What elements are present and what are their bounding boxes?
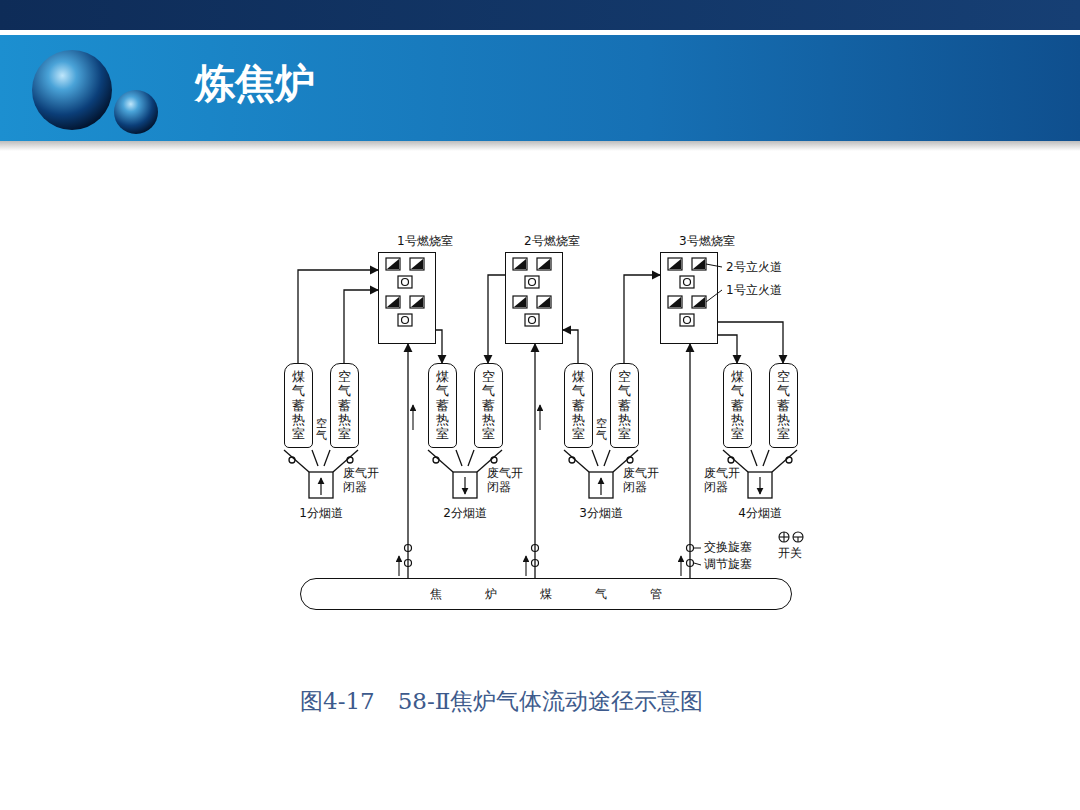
flue-label: 4分烟道 (738, 506, 782, 520)
switch-symbol (783, 532, 784, 542)
regenerator: 煤气蓄热室 (428, 363, 457, 448)
switch-symbol (779, 532, 789, 542)
chamber-interior (386, 258, 424, 326)
regenerator: 煤气蓄热室 (723, 363, 752, 448)
flue-arrow (759, 477, 760, 494)
flow-connector (624, 275, 660, 363)
flow-connector (563, 330, 578, 363)
chamber-label: 2号燃烧室 (524, 233, 580, 250)
leader-line (706, 290, 722, 302)
part-label: 空气 (596, 418, 607, 442)
flow-connector (344, 290, 378, 363)
combustion-chamber: 2号燃烧室 (505, 252, 563, 344)
chamber-interior (668, 258, 706, 326)
flow-connector (718, 335, 737, 363)
flow-connector (689, 344, 690, 578)
flow-connector (407, 344, 408, 578)
flow-arrow (398, 556, 399, 576)
flow-connector (488, 275, 505, 363)
part-label: 2号立火道 (726, 260, 782, 274)
chamber-interior (386, 258, 706, 326)
regenerator: 空气蓄热室 (330, 363, 359, 448)
part-label: 废气开闭器 (487, 466, 525, 495)
flow-connector (534, 344, 535, 578)
leader-line (706, 264, 722, 267)
regenerator-label: 空气蓄热室 (482, 370, 495, 441)
top-bar (0, 0, 1080, 30)
part-label: 空气 (316, 418, 327, 442)
flue-arrow (320, 478, 321, 495)
regenerator-label: 空气蓄热室 (618, 370, 631, 441)
title-band (0, 35, 1080, 141)
flow-arrow (539, 405, 540, 430)
flue-arrow (600, 478, 601, 495)
chamber-interior (513, 258, 551, 326)
regenerator: 煤气蓄热室 (284, 363, 313, 448)
flue-label: 2分烟道 (443, 506, 487, 520)
leader-line (694, 563, 701, 565)
part-label: 开关 (778, 546, 802, 560)
regenerator-label: 空气蓄热室 (777, 370, 790, 441)
regenerator-bottom (284, 450, 797, 498)
regenerator-label: 空气蓄热室 (338, 370, 351, 441)
combustion-chamber: 1号燃烧室 (378, 252, 436, 344)
cock-valve (405, 545, 694, 567)
part-label: 调节旋塞 (704, 557, 752, 571)
band-shadow (0, 141, 1080, 151)
flow-connector (718, 322, 783, 363)
regenerator: 煤气蓄热室 (564, 363, 593, 448)
regenerator-label: 煤气蓄热室 (572, 370, 585, 441)
part-label: 废气开闭器 (343, 466, 381, 495)
part-label: 交换旋塞 (704, 540, 752, 554)
regenerator: 空气蓄热室 (769, 363, 798, 448)
glass-ball (114, 90, 158, 134)
leader-line (694, 548, 701, 549)
regenerator-label: 煤气蓄热室 (292, 370, 305, 441)
chamber-label: 1号燃烧室 (397, 233, 453, 250)
combustion-chamber: 3号燃烧室 (660, 252, 718, 344)
regenerator-label: 煤气蓄热室 (731, 370, 744, 441)
switch-symbol (797, 537, 798, 542)
chamber-label: 3号燃烧室 (679, 233, 735, 250)
gas-pipe: 焦炉煤气管 (300, 578, 792, 610)
flow-arrow (680, 556, 681, 576)
glass-ball (32, 50, 112, 130)
pipe-label: 焦炉煤气管 (386, 586, 705, 603)
flue-arrow (321, 477, 760, 495)
flue-label: 3分烟道 (579, 506, 623, 520)
flue-label: 1分烟道 (299, 506, 343, 520)
switch-symbol (793, 532, 803, 542)
figure-caption: 图4-17 58-Ⅱ焦炉气体流动途径示意图 (300, 686, 703, 717)
switch-symbol (779, 532, 803, 542)
regenerator: 空气蓄热室 (610, 363, 639, 448)
part-label: 废气开闭器 (704, 466, 742, 495)
flow-connector (298, 270, 378, 363)
part-label: 1号立火道 (726, 283, 782, 297)
flow-connector (436, 330, 442, 363)
flow-arrow (525, 556, 526, 576)
flow-arrow (412, 405, 413, 430)
part-label: 废气开闭器 (623, 466, 661, 495)
regenerator-label: 煤气蓄热室 (436, 370, 449, 441)
flue-arrow (464, 477, 465, 494)
regenerator: 空气蓄热室 (474, 363, 503, 448)
slide-title: 炼焦炉 (195, 56, 315, 111)
